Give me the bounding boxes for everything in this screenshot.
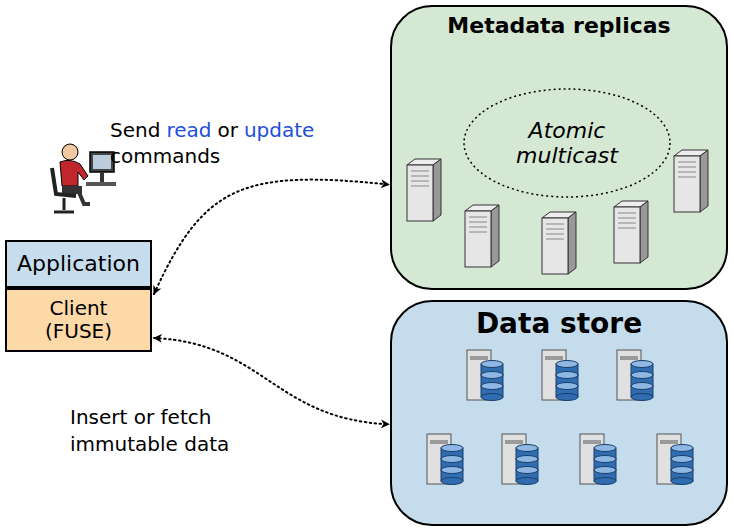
application-box: Application (5, 240, 152, 288)
region-title: Metadata replicas (392, 13, 726, 38)
edge-note: or (217, 118, 237, 142)
database-server-icon (467, 350, 503, 401)
server-icon (407, 159, 441, 221)
server-icon (674, 150, 708, 212)
database-server-icon (617, 350, 653, 401)
edge-note: Insert or fetch immutable data (70, 404, 235, 458)
database-server-icon (657, 434, 693, 485)
node-text: Application (17, 251, 140, 276)
ellipse-line (464, 89, 670, 197)
database-server-icon (427, 434, 463, 485)
edge-note: update (244, 118, 314, 142)
client-box: Client (FUSE) (5, 288, 152, 352)
multicast-ellipse: Atomic multicast (462, 87, 672, 199)
server-icon (542, 212, 576, 274)
region-title: Data store (392, 308, 726, 340)
user-figure (40, 138, 120, 218)
edge-note: Send (110, 118, 160, 142)
server-icon (614, 201, 648, 263)
dotted-connector (154, 180, 389, 294)
edge-note: read (166, 118, 211, 142)
command-label-line: Sendreador update (110, 118, 320, 142)
node-text: Atomic multicast (492, 118, 642, 169)
database-server-icon (502, 434, 538, 485)
node-text: Client (FUSE) (31, 297, 127, 343)
metadata-region: Metadata replicasAtomic multicast (390, 5, 728, 290)
datastore-region: Data store (390, 300, 728, 526)
database-server-icon (580, 434, 616, 485)
edge-note: commands (110, 144, 220, 168)
database-server-icon (542, 350, 578, 401)
server-icon (465, 205, 499, 267)
